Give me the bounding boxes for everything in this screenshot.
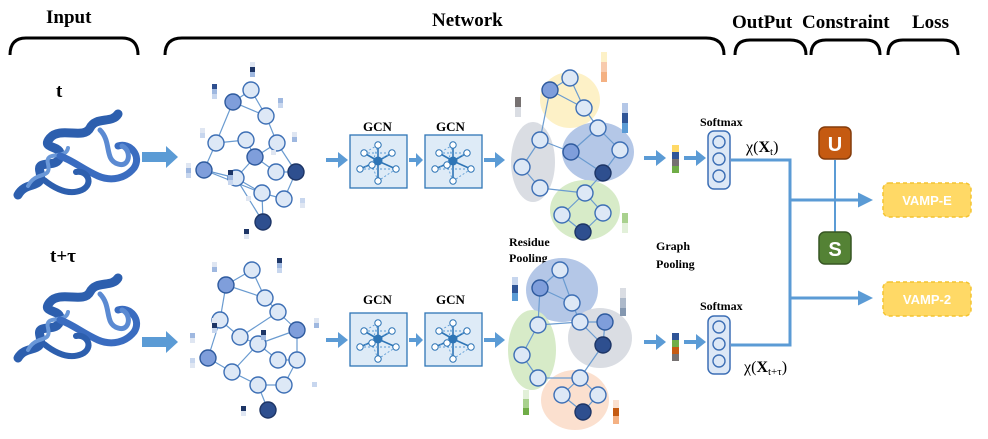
time-label-t: t xyxy=(56,81,63,102)
arrow-input-to-graph-top xyxy=(142,146,178,168)
softmax-label-bottom: Softmax xyxy=(700,299,743,313)
graph-embedding-bottom xyxy=(672,333,679,361)
time-label-t-tau: t+τ xyxy=(50,246,76,267)
gcn-label: GCN xyxy=(363,292,393,307)
output-label-top: χ(Xt) xyxy=(745,139,778,158)
arrow-gcn-to-pooling-bottom xyxy=(484,332,505,348)
loss-vamp-e-label: VAMP-E xyxy=(902,193,952,208)
protein-structure-top xyxy=(13,109,141,200)
header-input: Input xyxy=(46,7,92,28)
gcn-label: GCN xyxy=(436,292,466,307)
gcn-icon xyxy=(424,134,483,189)
arrow-gcn-to-gcn-bottom xyxy=(409,333,423,347)
pooled-graph-bottom xyxy=(508,258,632,430)
gcn-icon xyxy=(349,134,408,189)
residue-graph-bottom xyxy=(190,258,319,419)
arrow-vector-to-softmax-top xyxy=(684,150,706,166)
graph-pooling-label-line1: Graph xyxy=(656,239,690,253)
constraint-u-label: U xyxy=(828,134,842,156)
gcn-blocks-bottom: GCN GCN xyxy=(363,292,466,307)
graph-pooling-label-line2: Pooling xyxy=(656,257,695,271)
gcn-blocks-top: GCN GCN xyxy=(363,119,466,134)
header-output: OutPut xyxy=(732,12,793,33)
gcn-label: GCN xyxy=(363,119,393,134)
arrow-gcn-to-pooling-top xyxy=(484,152,505,168)
protein-structure-bottom xyxy=(13,273,141,363)
constraint-u-badge: U xyxy=(818,126,852,160)
output-flow-lines xyxy=(731,158,873,347)
softmax-node xyxy=(712,169,726,183)
gcn-icon xyxy=(424,312,483,367)
softmax-node xyxy=(712,354,726,368)
softmax-node xyxy=(712,320,726,334)
constraint-s-label: S xyxy=(828,239,841,261)
header-network: Network xyxy=(432,10,503,31)
arrow-vector-to-softmax-bottom xyxy=(684,334,706,350)
gcn-icon xyxy=(349,312,408,367)
residue-pooling-label-line2: Pooling xyxy=(509,251,548,265)
arrow-input-to-graph-bottom xyxy=(142,331,178,353)
loss-vamp-e-box: VAMP-E xyxy=(882,182,972,218)
graph-embedding-top xyxy=(672,145,679,173)
pooled-graph-top xyxy=(511,52,634,241)
arrow-graph-to-gcn-top xyxy=(326,152,348,168)
arrow-pool-to-vector-top xyxy=(644,150,666,166)
residue-graph-top xyxy=(186,62,305,239)
constraint-s-badge: S xyxy=(818,231,852,265)
softmax-node xyxy=(712,152,726,166)
softmax-node xyxy=(712,135,726,149)
output-label-bottom: χ(Xt+τ) xyxy=(743,359,787,378)
gcn-label: GCN xyxy=(436,119,466,134)
softmax-label-top: Softmax xyxy=(700,115,743,129)
residue-pooling-label-line1: Residue xyxy=(509,235,550,249)
header-constraint: Constraint xyxy=(802,12,890,33)
arrow-graph-to-gcn-bottom xyxy=(326,332,348,348)
header-loss: Loss xyxy=(912,12,949,33)
header-brackets xyxy=(8,36,960,56)
loss-vamp-2-label: VAMP-2 xyxy=(903,292,951,307)
loss-vamp-2-box: VAMP-2 xyxy=(882,281,972,317)
softmax-node xyxy=(712,337,726,351)
arrow-pool-to-vector-bottom xyxy=(644,334,666,350)
arrow-gcn-to-gcn-top xyxy=(409,153,423,167)
